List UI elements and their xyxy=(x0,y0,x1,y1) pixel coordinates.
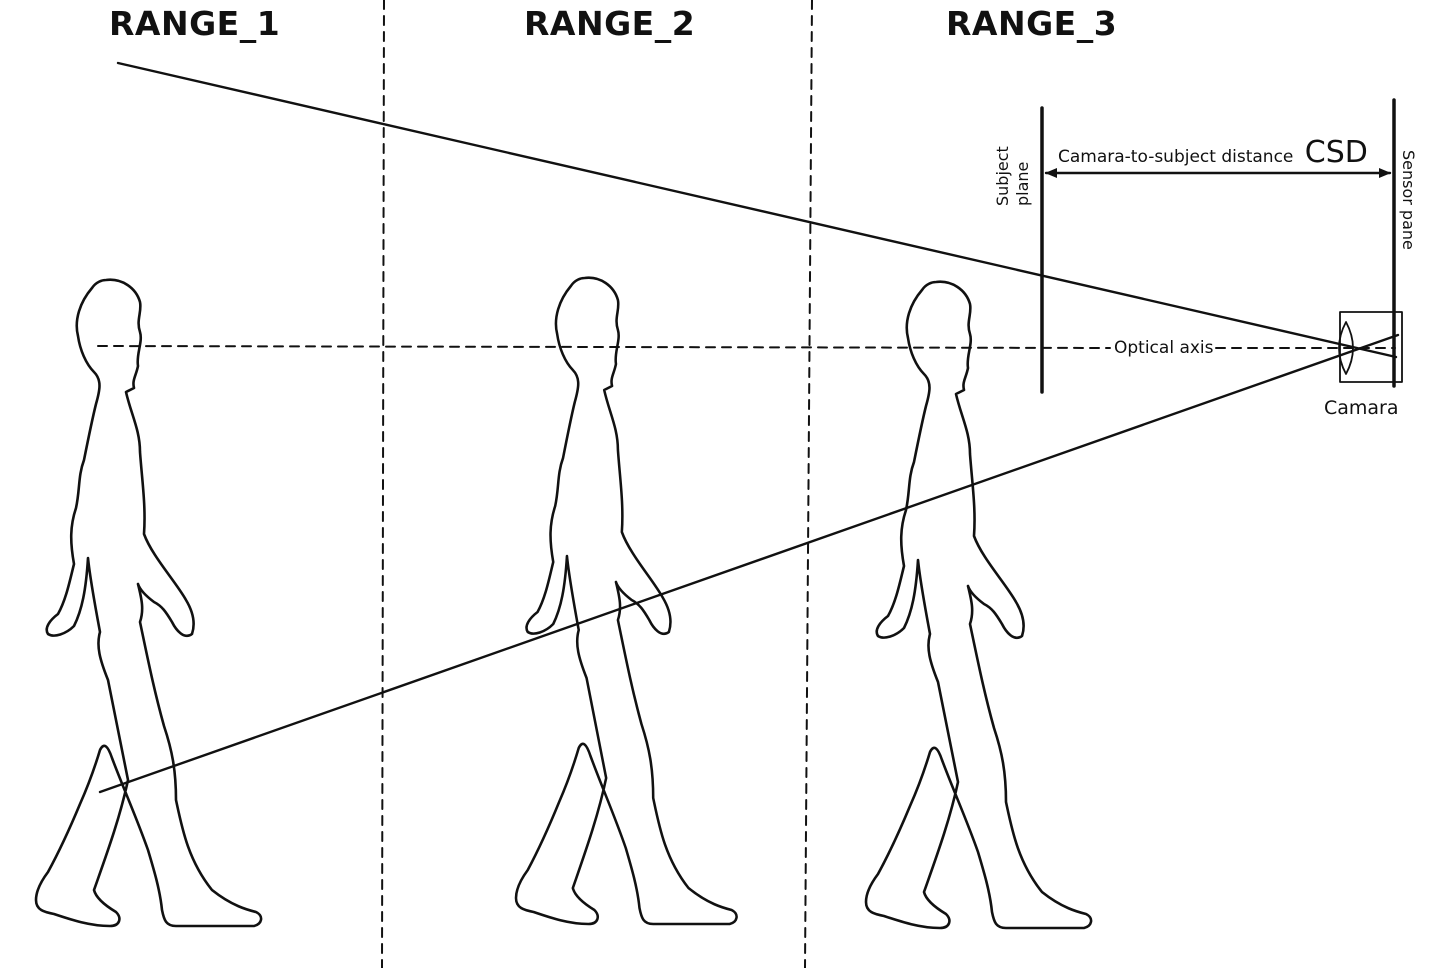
range-divider-2 xyxy=(804,0,813,968)
subject-plane-label-line2: plane xyxy=(1013,162,1032,206)
person-range-1 xyxy=(34,278,263,928)
field-of-view-upper-line xyxy=(116,61,1398,359)
field-of-view-lower-line xyxy=(98,333,1400,794)
optical-axis-line xyxy=(97,345,1111,349)
camera-body xyxy=(1339,311,1403,383)
person-range-3 xyxy=(864,280,1093,930)
range-2-label: RANGE_2 xyxy=(524,4,696,43)
camera-lens-icon xyxy=(1338,321,1354,375)
person-range-2 xyxy=(514,276,738,926)
camera-label: Camara xyxy=(1324,397,1399,419)
distance-label: Camara-to-subject distance CSD xyxy=(1058,135,1368,170)
distance-abbrev: CSD xyxy=(1305,135,1368,170)
subject-plane-label: Subject plane xyxy=(993,141,1032,206)
range-divider-1 xyxy=(381,0,385,968)
sensor-plane-label: Sensor pane xyxy=(1399,150,1418,250)
subject-plane-label-line1: Subject xyxy=(993,146,1012,206)
optical-axis-label: Optical axis xyxy=(1114,338,1214,358)
distance-text: Camara-to-subject distance xyxy=(1058,147,1293,167)
range-1-label: RANGE_1 xyxy=(109,4,281,43)
range-3-label: RANGE_3 xyxy=(946,4,1118,43)
